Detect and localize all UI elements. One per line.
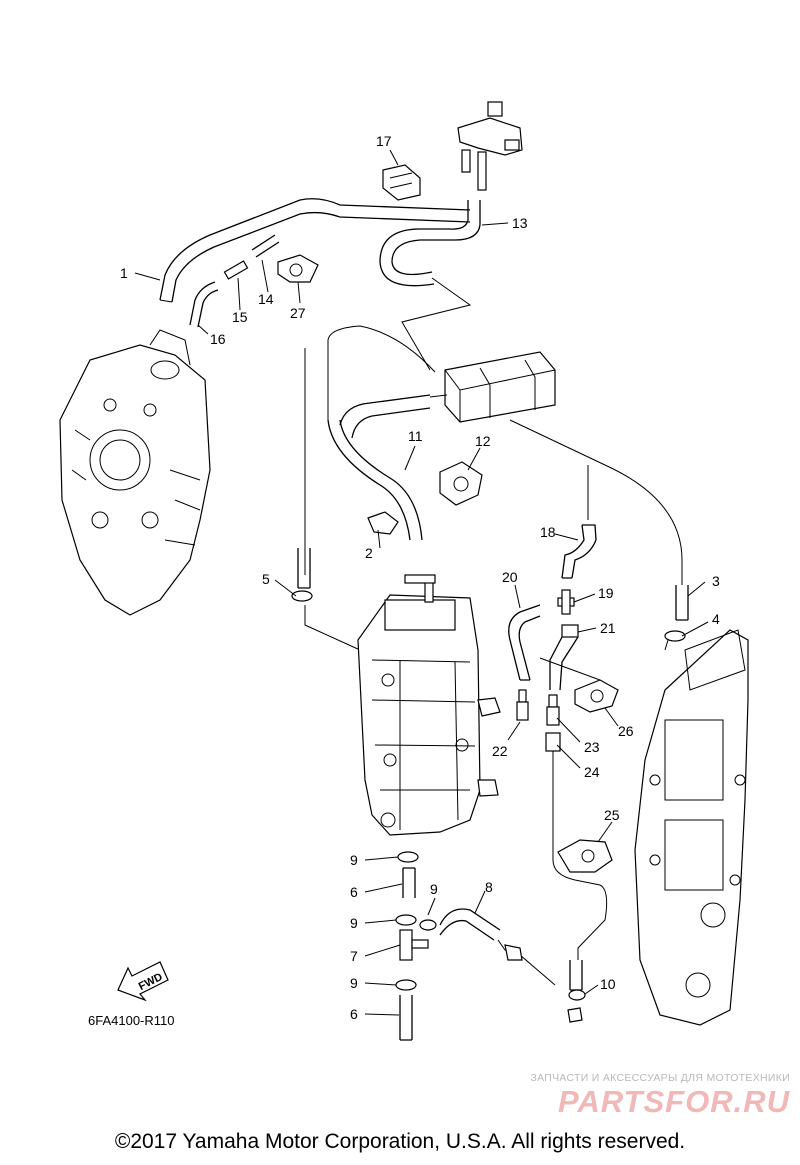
callout-9c: 9 [430,881,438,897]
hose-6-lower [399,995,413,1041]
hose-11 [327,394,431,541]
callout-7: 7 [350,948,358,964]
hose-16 [189,281,219,328]
callout-9b: 9 [350,915,358,931]
callout-18: 18 [540,524,556,540]
copyright-notice: ©2017 Yamaha Motor Corporation, U.S.A. A… [114,1130,686,1153]
callout-1: 1 [120,265,128,281]
hose-5 [291,548,361,651]
callout-6a: 6 [350,884,358,900]
callout-25: 25 [604,807,620,823]
fitting-15 [223,260,249,280]
hose-14 [251,234,280,258]
fuel-vapor-canister [429,351,556,423]
callout-2: 2 [365,545,373,561]
clip-9-a [395,914,417,926]
joint-23 [546,694,560,726]
joint-7 [399,929,429,961]
clamp-12 [439,461,483,506]
vent-hose-1 [159,198,471,303]
callout-11: 11 [408,428,423,444]
intake-manifold-left [59,329,211,616]
clip-9-b [419,919,437,931]
callout-27: 27 [290,305,306,321]
callout-14: 14 [258,291,274,307]
clamp-2 [367,511,399,535]
callout-21: 21 [600,620,616,636]
callout-19: 19 [598,585,614,601]
leader-lines [134,149,709,1016]
clip-9-c [395,979,417,991]
callout-5: 5 [262,571,270,587]
callout-22: 22 [492,743,508,759]
callout-17: 17 [376,133,392,149]
callout-9d: 9 [350,975,358,991]
callout-10: 10 [600,976,616,992]
callout-26: 26 [618,723,634,739]
callout-23: 23 [584,739,600,755]
joint-22 [516,689,529,721]
hose-24 [545,732,608,991]
callout-labels: 1 2 3 4 5 6 6 7 8 9 9 9 9 10 11 12 13 14… [120,133,720,1022]
hose-20 [508,604,541,681]
diagram-code: 6FA4100-R110 [88,1013,175,1028]
clamp-4 [664,630,686,651]
hose-6-upper [397,851,419,898]
hose-8 [439,908,556,986]
clamp-26 [574,679,619,713]
callout-15: 15 [232,309,248,325]
watermark-caption: ЗАПЧАСТИ И АКСЕССУАРЫ ДЛЯ МОТОТЕХНИКИ [530,1072,790,1084]
watermark-logo: PARTSFOR.RU [557,1084,790,1119]
vapor-separator [357,574,501,836]
clamp-25 [557,839,613,873]
hose-3 [509,419,689,621]
joint-19 [557,589,575,615]
clamp-17 [382,164,421,201]
callout-6b: 6 [350,1006,358,1022]
callout-16: 16 [210,331,226,347]
clip-10 [567,989,586,1023]
solenoid-valve [457,101,523,191]
callout-3: 3 [712,573,720,589]
callout-4: 4 [712,611,720,627]
callout-24: 24 [584,764,600,780]
callout-20: 20 [502,569,518,585]
hose-21 [549,624,579,691]
hose-18 [561,465,597,579]
hose-13 [379,200,481,287]
fwd-arrow: FWD [117,961,169,1002]
clamp-27 [277,254,319,283]
callout-9a: 9 [350,852,358,868]
cylinder-cover-right [634,629,749,1026]
callout-8: 8 [485,879,493,895]
callout-12: 12 [475,433,491,449]
callout-13: 13 [512,215,528,231]
